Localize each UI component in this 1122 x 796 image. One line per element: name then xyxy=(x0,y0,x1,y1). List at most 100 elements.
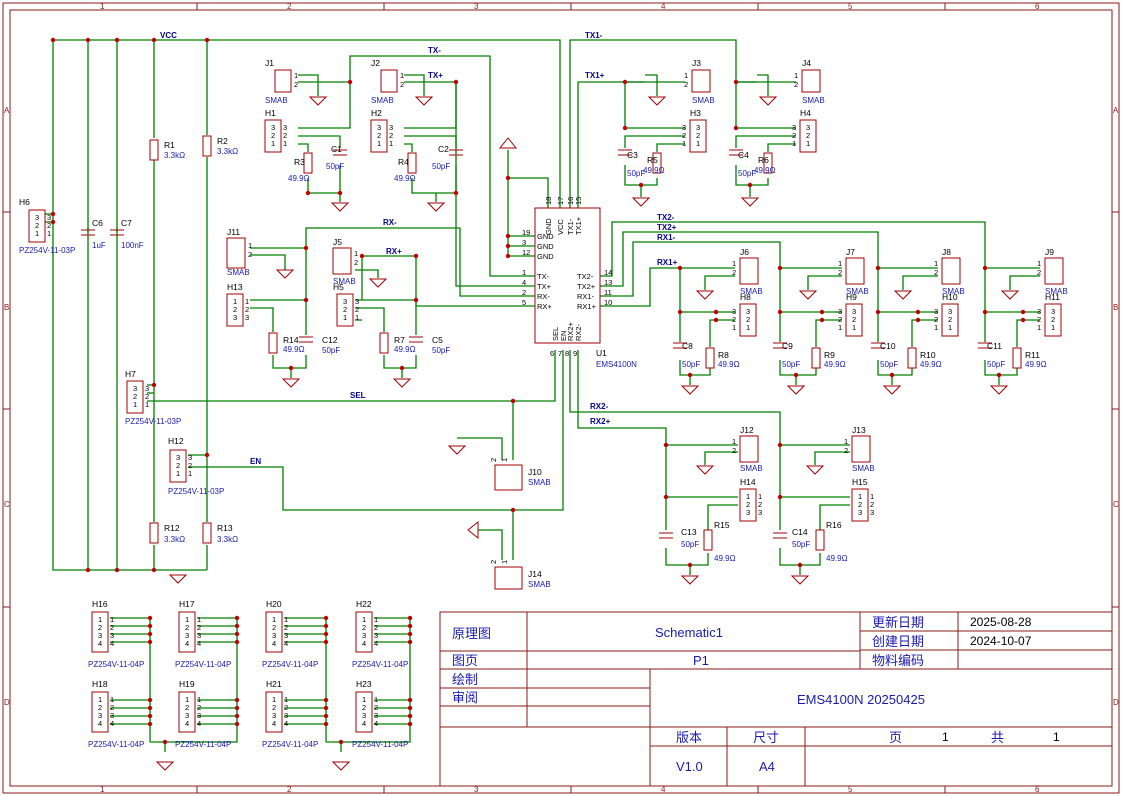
svg-text:3: 3 xyxy=(746,508,750,517)
svg-text:3: 3 xyxy=(1051,307,1055,316)
svg-text:1: 1 xyxy=(794,71,798,80)
ref-c12: C12 xyxy=(322,335,338,345)
zone-row-right: D xyxy=(1113,698,1119,707)
ground-icon xyxy=(893,290,913,300)
value-r16: 49.9Ω xyxy=(826,554,848,563)
junction-dot xyxy=(303,245,309,251)
junction-dots xyxy=(50,37,1026,745)
junction-dot xyxy=(713,309,719,315)
value-c1: 50pF xyxy=(326,162,344,171)
net-label-rx-minus: RX- xyxy=(383,218,397,227)
junction-dot xyxy=(85,567,91,573)
svg-text:1: 1 xyxy=(283,139,287,148)
ref-c4: C4 xyxy=(738,150,749,160)
svg-text:1: 1 xyxy=(746,492,750,501)
tb-project: EMS4100N 20250425 xyxy=(797,692,925,707)
ref-h11: H11 xyxy=(1045,292,1060,302)
zone-col-top: 5 xyxy=(848,2,853,11)
svg-text:1: 1 xyxy=(197,615,201,624)
junction-dot xyxy=(915,317,921,323)
ref-h13: H13 xyxy=(227,282,243,292)
value-j13: SMAB xyxy=(852,464,875,473)
ref-r9: R9 xyxy=(824,350,835,360)
junction-dot xyxy=(677,309,683,315)
junction-dot xyxy=(234,705,240,711)
chip-pin-num: 11 xyxy=(604,288,612,297)
junction-dot xyxy=(638,182,644,188)
ref-h4: H4 xyxy=(800,108,811,118)
value-r7: 49.9Ω xyxy=(394,345,416,354)
svg-text:1: 1 xyxy=(362,695,366,704)
tb-total: 1 xyxy=(1053,730,1060,744)
svg-text:1: 1 xyxy=(732,437,736,446)
ref-r1: R1 xyxy=(164,140,175,150)
ref-h6: H6 xyxy=(19,197,30,207)
svg-text:3: 3 xyxy=(272,631,276,640)
svg-text:3: 3 xyxy=(343,297,347,306)
svg-text:1: 1 xyxy=(1037,259,1041,268)
ref-r10: R10 xyxy=(920,350,936,360)
zone-col-bottom: 3 xyxy=(474,785,479,794)
value-c3: 50pF xyxy=(627,169,645,178)
junction-dot xyxy=(305,190,311,196)
junction-dot xyxy=(147,713,153,719)
svg-text:2: 2 xyxy=(110,623,114,632)
svg-text:2: 2 xyxy=(858,500,862,509)
value-c7: 100nF xyxy=(121,241,144,250)
svg-text:2: 2 xyxy=(1051,315,1055,324)
value-c4: 50pF xyxy=(738,169,756,178)
zone-row-left: A xyxy=(4,106,10,115)
svg-text:1: 1 xyxy=(145,400,149,409)
ref-c6: C6 xyxy=(92,218,103,228)
value-h23: PZ254V-11-04P xyxy=(352,740,408,749)
value-j2: SMAB xyxy=(371,96,394,105)
zone-row-right: C xyxy=(1113,500,1119,509)
junction-dot xyxy=(407,713,413,719)
svg-text:2: 2 xyxy=(233,305,237,314)
ref-c8: C8 xyxy=(682,341,693,351)
svg-text:3: 3 xyxy=(110,711,114,720)
junction-dot xyxy=(677,265,683,271)
junction-dot xyxy=(114,37,120,43)
svg-text:2: 2 xyxy=(248,250,252,259)
ground-icon xyxy=(647,96,667,106)
junction-dot xyxy=(819,317,825,323)
junction-dot xyxy=(622,125,628,131)
junction-dot xyxy=(777,309,783,315)
junction-dot xyxy=(747,182,753,188)
svg-text:4: 4 xyxy=(272,719,276,728)
svg-text:1: 1 xyxy=(271,139,275,148)
sheet-inner-border xyxy=(9,9,1113,787)
ground-icon xyxy=(680,575,700,585)
junction-dot xyxy=(407,631,413,637)
svg-text:2: 2 xyxy=(489,560,498,564)
svg-text:1: 1 xyxy=(248,241,252,250)
svg-text:2: 2 xyxy=(98,623,102,632)
value-c10: 50pF xyxy=(880,360,898,369)
chip-pin-num: 3 xyxy=(522,238,526,247)
tb-label-sheet: 图页 xyxy=(452,653,478,668)
svg-text:3: 3 xyxy=(185,711,189,720)
svg-text:1: 1 xyxy=(758,492,762,501)
svg-text:2: 2 xyxy=(732,446,736,455)
chip-pin-num: 14 xyxy=(604,268,612,277)
junction-dot xyxy=(151,382,157,388)
chip-pin-name: TX2- xyxy=(577,272,594,281)
chip-pin-name: TX+ xyxy=(537,282,552,291)
